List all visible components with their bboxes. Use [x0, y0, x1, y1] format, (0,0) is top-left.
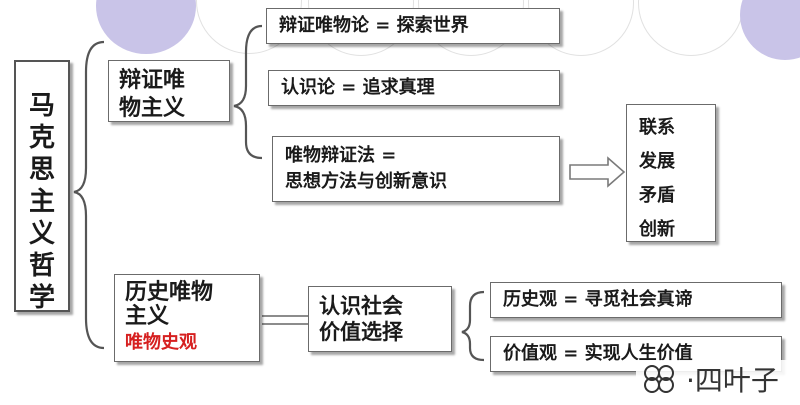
brace-history [461, 290, 485, 362]
method-item: 矛盾 [639, 185, 675, 206]
method-line: 唯物辩证法 = [285, 145, 397, 166]
label-line: 辩证唯 [119, 68, 186, 93]
brace-root [73, 40, 105, 350]
label-line: 物主义 [119, 95, 186, 121]
method-items-box: 联系 发展 矛盾 创新 [626, 104, 716, 242]
subtitle-red: 唯物史观 [125, 332, 197, 353]
root-char: 义 [28, 219, 55, 249]
double-connector [262, 315, 308, 325]
method-line: 思想方法与创新意识 [285, 171, 447, 192]
label-line: 认识社会 [319, 294, 403, 318]
branch-dialectical-materialism: 辩证唯物论 = 探索世界 [266, 8, 560, 44]
branch-historical-view: 历史观 = 寻觅社会真谛 [490, 282, 782, 318]
root-char: 学 [28, 283, 55, 313]
label-line: 主义 [125, 304, 170, 329]
branch-materialist-dialectics: 唯物辩证法 = 思想方法与创新意识 [272, 136, 560, 202]
watermark: ·四叶子 [636, 360, 794, 398]
historical-materialism-box: 历史唯物 主义 唯物史观 [114, 274, 260, 362]
label-line: 价值选择 [319, 320, 403, 344]
method-item: 联系 [639, 117, 675, 138]
watermark-text: ·四叶子 [686, 364, 779, 397]
root-char: 哲 [28, 251, 55, 281]
arrow-to-method-items [569, 156, 626, 188]
label-line: 历史唯物 [125, 280, 214, 305]
method-item: 创新 [639, 219, 675, 240]
clover-logo-icon [644, 365, 674, 393]
root-char: 主 [28, 187, 55, 217]
dialectical-materialism-box: 辩证唯 物主义 [108, 60, 230, 122]
brace-dialectical [233, 24, 263, 160]
method-item: 发展 [639, 151, 675, 172]
branch-epistemology: 认识论 = 追求真理 [268, 70, 560, 106]
society-value-box: 认识社会 价值选择 [308, 286, 452, 352]
root-char: 马 [28, 91, 55, 121]
root-char: 克 [28, 123, 55, 153]
root-box: 马 克 思 主 义 哲 学 [14, 60, 70, 313]
root-char: 思 [28, 155, 55, 185]
